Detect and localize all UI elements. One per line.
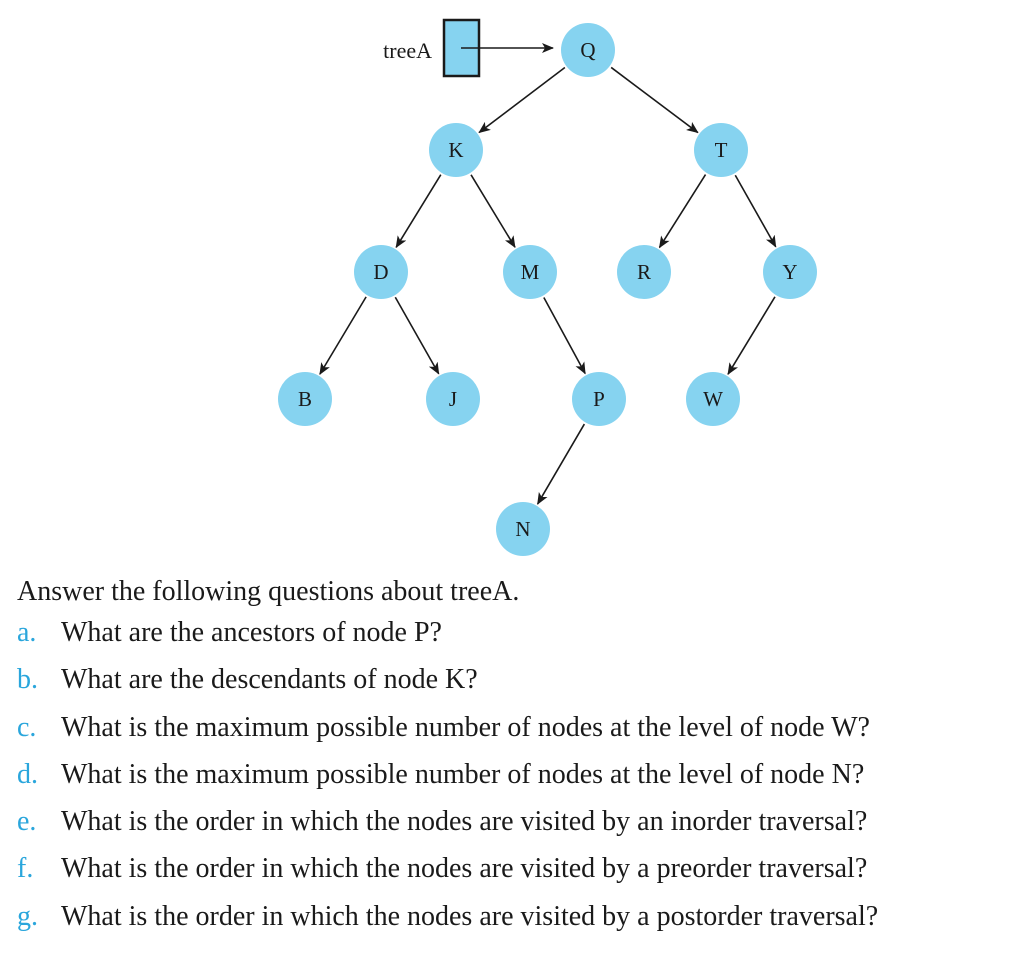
node-label: P (593, 387, 605, 411)
question-letter: a. (17, 617, 37, 648)
tree-node-d: D (354, 245, 408, 299)
tree-nodes: Q K T D M R Y B J P W N (278, 23, 817, 556)
question-text: What are the ancestors of node P? (61, 617, 442, 648)
question-text: What are the descendants of node K? (61, 664, 478, 696)
tree-diagram: treeA Q K T D M R Y B J P W N (278, 18, 817, 556)
edge-m-p (543, 297, 586, 375)
intro-text: Answer the following questions about tre… (17, 576, 520, 607)
edge-d-j (394, 296, 440, 375)
node-circle (572, 372, 626, 426)
node-label: T (715, 138, 728, 162)
node-circle (686, 372, 740, 426)
node-label: N (515, 517, 530, 541)
tree-node-y: Y (763, 245, 817, 299)
node-label: M (521, 260, 540, 284)
question-letter: f. (17, 853, 34, 885)
edge-k-m (470, 174, 516, 249)
question-text: What is the order in which the nodes are… (61, 806, 868, 838)
node-circle (561, 23, 615, 77)
node-label: K (448, 138, 463, 162)
node-label: J (449, 387, 457, 411)
tree-node-n: N (496, 502, 550, 556)
root-pointer: treeA (383, 18, 554, 78)
node-label: B (298, 387, 312, 411)
question-letter: c. (17, 711, 37, 743)
edge-q-t (610, 66, 699, 134)
question-f: f. What is the order in which the nodes … (17, 855, 1017, 902)
node-circle (496, 502, 550, 556)
tree-node-q: Q (561, 23, 615, 77)
question-a: a. What are the ancestors of node P? (17, 617, 1017, 666)
question-letter: d. (17, 758, 38, 790)
tree-node-m: M (503, 245, 557, 299)
tree-node-t: T (694, 123, 748, 177)
question-e: e. What is the order in which the nodes … (17, 808, 1017, 855)
question-c: c. What is the maximum possible number o… (17, 711, 1017, 761)
node-circle (694, 123, 748, 177)
node-circle (429, 123, 483, 177)
question-letter: b. (17, 664, 38, 696)
node-circle (354, 245, 408, 299)
edge-d-b (319, 296, 367, 375)
root-pointer-label: treeA (383, 38, 432, 63)
node-label: D (373, 260, 388, 284)
node-label: Y (782, 260, 797, 284)
question-list: a. What are the ancestors of node P? b. … (17, 617, 1017, 950)
node-circle (426, 372, 480, 426)
question-b: b. What are the descendants of node K? (17, 666, 1017, 713)
tree-edges (319, 66, 777, 505)
node-circle (617, 245, 671, 299)
node-circle (278, 372, 332, 426)
edge-p-n (536, 423, 586, 505)
node-circle (503, 245, 557, 299)
question-text: What is the order in which the nodes are… (61, 853, 868, 885)
tree-node-w: W (686, 372, 740, 426)
edge-k-d (395, 174, 442, 249)
question-g: g. What is the order in which the nodes … (17, 900, 1017, 950)
tree-node-b: B (278, 372, 332, 426)
edge-q-k (478, 66, 566, 134)
node-label: Q (580, 38, 595, 62)
question-d: d. What is the maximum possible number o… (17, 758, 1017, 808)
node-circle (763, 245, 817, 299)
edge-y-w (727, 296, 776, 376)
node-label: W (703, 387, 723, 411)
question-text: What is the maximum possible number of n… (61, 758, 865, 790)
question-letter: e. (17, 806, 37, 838)
question-text: What is the maximum possible number of n… (61, 711, 870, 743)
question-text: What is the order in which the nodes are… (61, 900, 879, 932)
tree-node-k: K (429, 123, 483, 177)
question-letter: g. (17, 900, 38, 932)
edge-t-r (658, 174, 707, 249)
tree-node-j: J (426, 372, 480, 426)
tree-node-r: R (617, 245, 671, 299)
node-label: R (637, 260, 651, 284)
question-section: Answer the following questions about tre… (17, 578, 1017, 950)
edge-t-y (734, 174, 777, 248)
tree-node-p: P (572, 372, 626, 426)
